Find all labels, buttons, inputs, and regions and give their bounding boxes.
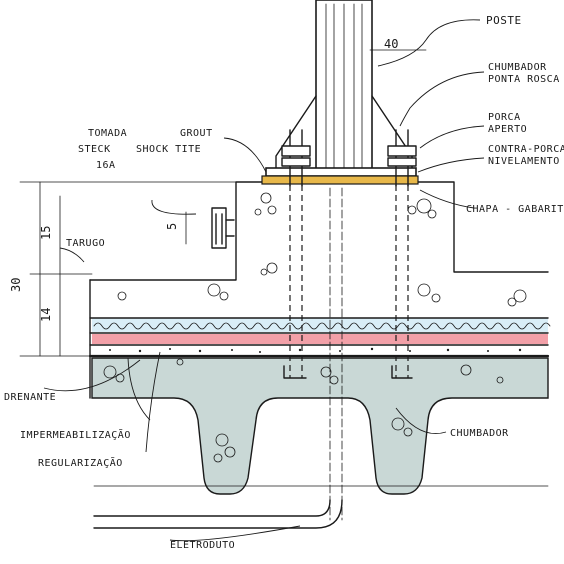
label-chumbador-ponta-rosca-1: CHUMBADOR — [488, 62, 547, 73]
label-impermeabilizacao: IMPERMEABILIZAÇÃO — [20, 428, 131, 441]
slab-with-ribs — [91, 357, 549, 495]
waterproofing-layer — [92, 334, 548, 344]
label-contra-porca-1: CONTRA-PORCA — [488, 144, 564, 155]
regularization-speckle — [109, 347, 522, 353]
label-chapa-gabarito: CHAPA - GABARITO — [466, 204, 564, 215]
socket-outlet — [211, 207, 235, 249]
label-regularizacao: REGULARIZAÇÃO — [38, 456, 123, 469]
label-tomada-3: 16A — [96, 160, 116, 171]
label-tomada-2: STECK — [78, 144, 111, 155]
bolt-nuts — [281, 129, 417, 187]
leader-lines — [43, 19, 485, 542]
label-drenante: DRENANTE — [4, 392, 56, 403]
label-grout-2: SHOCK TITE — [136, 144, 201, 155]
floor-slab — [89, 181, 549, 281]
post-hatch — [325, 3, 363, 171]
dim-15-text: 15 — [39, 226, 53, 240]
label-porca-aperto-1: PORCA — [488, 112, 521, 123]
dim-40-text: 40 — [384, 37, 398, 51]
label-porca-aperto-2: APERTO — [488, 124, 527, 135]
drainage-wave — [93, 322, 551, 330]
dim-30-text: 30 — [9, 278, 23, 292]
label-tarugo: TARUGO — [66, 238, 105, 249]
label-eletroduto: ELETRODUTO — [170, 540, 235, 551]
conduit-elbow-2 — [93, 499, 343, 529]
label-tomada-1: TOMADA — [88, 128, 127, 139]
bolt-hook-left — [283, 365, 307, 379]
base-plate — [265, 167, 417, 177]
label-chumbador: CHUMBADOR — [450, 428, 509, 439]
bolt-hook-right — [391, 365, 413, 379]
anchor-bolts — [289, 185, 409, 378]
label-contra-porca-2: NIVELAMENTO — [488, 156, 560, 167]
label-chumbador-ponta-rosca-2: PONTA ROSCA — [488, 74, 560, 85]
label-poste: POSTE — [486, 14, 522, 27]
dim-14-text: 14 — [39, 308, 53, 322]
drainage-layer — [92, 318, 548, 332]
label-grout-1: GROUT — [180, 128, 213, 139]
dim-5-text: 5 — [165, 223, 179, 230]
conduit-elbow — [93, 499, 331, 517]
grout-layer — [261, 175, 419, 185]
